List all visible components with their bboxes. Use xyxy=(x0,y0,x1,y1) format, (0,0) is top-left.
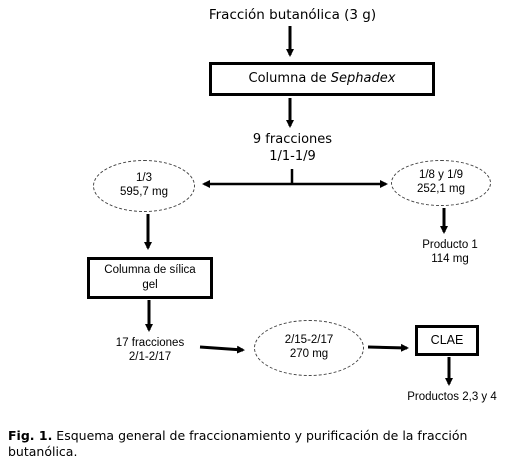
caption-label: Fig. 1. xyxy=(8,428,53,443)
product1-line1: Producto 1 xyxy=(422,239,478,251)
left-ellipse-line2: 595,7 mg xyxy=(120,186,168,198)
start-label: Fracción butanólica (3 g) xyxy=(208,7,377,23)
right-ellipse xyxy=(391,160,491,206)
fractions2-line1: 17 fracciones xyxy=(115,337,185,349)
mid-ellipse xyxy=(254,320,364,376)
column1-label: Columna de Sephadex xyxy=(212,71,432,87)
figure-caption: Fig. 1. Esquema general de fraccionamien… xyxy=(8,428,508,460)
column1-box: Columna de Sephadex xyxy=(209,62,435,96)
product1-line2: 114 mg xyxy=(431,253,469,265)
fractions1-line2: 1/1-1/9 xyxy=(269,149,316,164)
left-ellipse-line1: 1/3 xyxy=(136,172,152,184)
mid-ellipse-line2: 270 mg xyxy=(289,348,329,360)
left-ellipse xyxy=(93,160,195,212)
clae-box: CLAE xyxy=(415,325,479,356)
right-ellipse-line2: 252,1 mg xyxy=(417,183,465,195)
column1-italic: Sephadex xyxy=(330,71,396,86)
clae-label: CLAE xyxy=(430,333,464,347)
mid-ellipse-line1: 2/15-2/17 xyxy=(284,334,334,346)
arrow-ellipse-to-clae xyxy=(367,343,409,352)
products-label: Productos 2,3 y 4 xyxy=(407,391,497,403)
column2-line1: Columna de sílica xyxy=(104,264,196,276)
column2-line2: gel xyxy=(142,279,158,291)
caption-text: Esquema general de fraccionamiento y pur… xyxy=(8,428,468,459)
fractions1-line1: 9 fracciones xyxy=(252,132,333,147)
column1-prefix: Columna de xyxy=(248,71,331,86)
arrow-fractions2-to-ellipse xyxy=(199,345,245,354)
fractions2-line2: 2/1-2/17 xyxy=(128,351,172,363)
right-ellipse-line1: 1/8 y 1/9 xyxy=(418,169,464,181)
column2-box: Columna de sílica gel xyxy=(87,257,213,299)
